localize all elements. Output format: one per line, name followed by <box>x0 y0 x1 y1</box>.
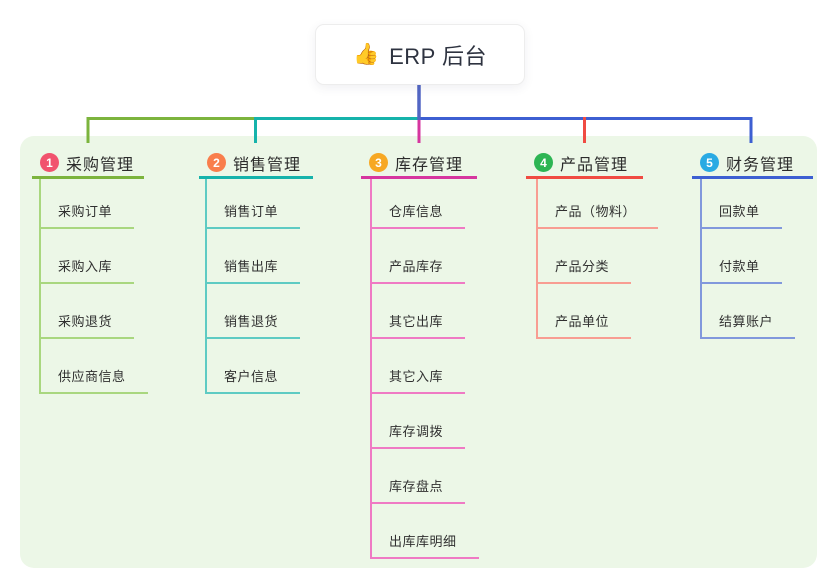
branch-title: 库存管理 <box>395 156 464 174</box>
branch-title: 销售管理 <box>233 156 302 174</box>
child-node-other-inbound[interactable]: 其它入库 <box>372 339 466 394</box>
child-node-receipt-order[interactable]: 回款单 <box>702 179 782 229</box>
child-node-purchase-return[interactable]: 采购退货 <box>41 284 135 339</box>
child-node-customer-info[interactable]: 客户信息 <box>207 339 301 394</box>
child-node-sales-return[interactable]: 销售退货 <box>207 284 301 339</box>
branch-number-badge: 5 <box>700 153 719 172</box>
branch-children-sales: 销售订单 销售出库 销售退货 客户信息 <box>205 179 301 394</box>
branch-number-badge: 1 <box>40 153 59 172</box>
child-node-purchase-order[interactable]: 采购订单 <box>41 179 135 229</box>
branch-title: 产品管理 <box>560 156 629 174</box>
child-node-product-category[interactable]: 产品分类 <box>538 229 632 284</box>
branch-number-badge: 4 <box>534 153 553 172</box>
branch-node-purchase-management[interactable]: 1 采购管理 <box>32 149 144 179</box>
child-node-outbound-detail[interactable]: 出库库明细 <box>372 504 479 559</box>
child-node-supplier-info[interactable]: 供应商信息 <box>41 339 148 394</box>
child-node-other-outbound[interactable]: 其它出库 <box>372 284 466 339</box>
branch-node-sales-management[interactable]: 2 销售管理 <box>199 149 313 179</box>
root-node[interactable]: 👍 ERP 后台 <box>315 24 525 85</box>
child-node-warehouse-info[interactable]: 仓库信息 <box>372 179 466 229</box>
branch-title: 采购管理 <box>66 156 135 174</box>
branch-node-product-management[interactable]: 4 产品管理 <box>526 149 643 179</box>
branch-children-product: 产品（物料） 产品分类 产品单位 <box>536 179 659 339</box>
child-node-product-stock[interactable]: 产品库存 <box>372 229 466 284</box>
child-node-purchase-inbound[interactable]: 采购入库 <box>41 229 135 284</box>
child-node-settlement-account[interactable]: 结算账户 <box>702 284 796 339</box>
branch-children-inventory: 仓库信息 产品库存 其它出库 其它入库 库存调拨 库存盘点 出库库明细 <box>370 179 479 559</box>
child-node-sales-outbound[interactable]: 销售出库 <box>207 229 301 284</box>
branch-children-purchase: 采购订单 采购入库 采购退货 供应商信息 <box>39 179 148 394</box>
mindmap-panel <box>20 136 817 568</box>
child-node-product-material[interactable]: 产品（物料） <box>538 179 659 229</box>
branch-number-badge: 3 <box>369 153 388 172</box>
child-node-product-unit[interactable]: 产品单位 <box>538 284 632 339</box>
thumbs-up-icon: 👍 <box>352 43 380 66</box>
branch-title: 财务管理 <box>726 156 795 174</box>
child-node-stock-transfer[interactable]: 库存调拨 <box>372 394 466 449</box>
child-node-stock-count[interactable]: 库存盘点 <box>372 449 466 504</box>
branch-number-badge: 2 <box>207 153 226 172</box>
branch-node-inventory-management[interactable]: 3 库存管理 <box>361 149 477 179</box>
branch-node-finance-management[interactable]: 5 财务管理 <box>692 149 813 179</box>
child-node-sales-order[interactable]: 销售订单 <box>207 179 301 229</box>
child-node-payment-order[interactable]: 付款单 <box>702 229 782 284</box>
root-node-title: ERP 后台 <box>389 43 488 69</box>
branch-children-finance: 回款单 付款单 结算账户 <box>700 179 796 339</box>
